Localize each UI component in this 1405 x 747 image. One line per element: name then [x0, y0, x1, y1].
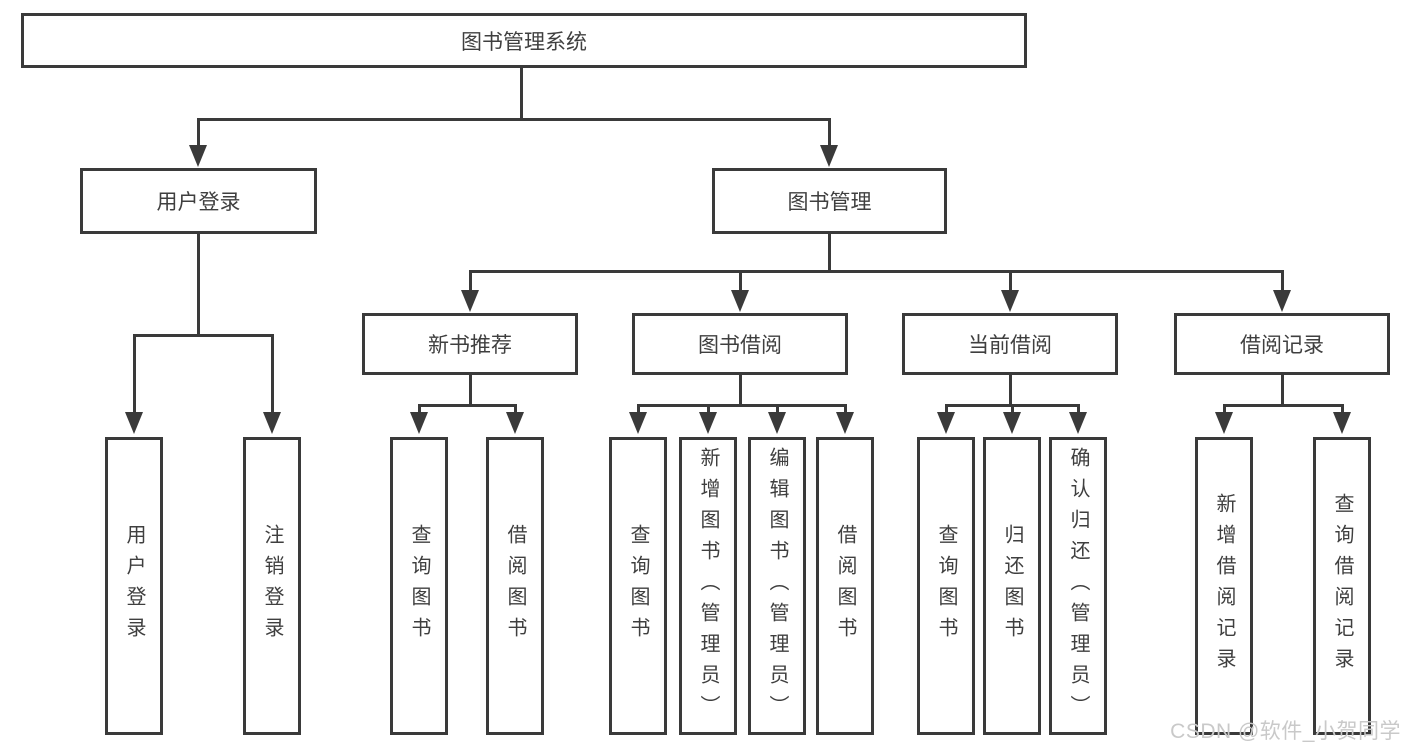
leaf-query-books-borrow: 查询图书: [609, 437, 667, 735]
node-new-book-recommend: 新书推荐: [362, 313, 578, 375]
connector-line: [637, 404, 640, 414]
connector-line: [1011, 404, 1014, 414]
leaf-confirm-return-admin: 确认归还（管理员）: [1049, 437, 1107, 735]
connector-line: [418, 404, 421, 414]
leaf-borrow-books: 借阅图书: [816, 437, 874, 735]
connector-line: [707, 404, 710, 414]
node-label: 注销登录: [261, 524, 283, 648]
node-label: 查询借阅记录: [1331, 493, 1353, 679]
connector-arrowhead: [125, 412, 143, 434]
connector-line: [1223, 404, 1226, 414]
connector-line: [1341, 404, 1344, 414]
connector-arrowhead: [836, 412, 854, 434]
connector-line: [271, 334, 274, 414]
node-label: 图书管理: [787, 191, 872, 214]
node-root: 图书管理系统: [21, 13, 1027, 68]
node-label: 编辑图书（管理员）: [766, 446, 788, 726]
connector-line: [1009, 375, 1012, 406]
leaf-logout: 注销登录: [243, 437, 301, 735]
node-label: 查询图书: [627, 524, 649, 648]
node-label: 归还图书: [1001, 524, 1023, 648]
connector-arrowhead: [731, 290, 749, 312]
connector-arrowhead: [506, 412, 524, 434]
node-borrow-records: 借阅记录: [1174, 313, 1390, 375]
connector-line: [637, 404, 847, 407]
connector-line: [1281, 270, 1284, 291]
leaf-query-borrow-record: 查询借阅记录: [1313, 437, 1371, 735]
connector-arrowhead: [937, 412, 955, 434]
node-label: 用户登录: [156, 191, 241, 214]
node-label: 当前借阅: [968, 334, 1052, 357]
connector-line: [514, 404, 517, 414]
connector-line: [197, 234, 200, 336]
connector-line: [1281, 375, 1284, 406]
node-book-borrow: 图书借阅: [632, 313, 848, 375]
csdn-watermark: CSDN @软件_小贺同学: [1170, 720, 1401, 743]
connector-line: [1009, 270, 1012, 291]
node-label: 借阅图书: [504, 524, 526, 648]
connector-arrowhead: [1003, 412, 1021, 434]
leaf-borrow-books-recommend: 借阅图书: [486, 437, 544, 735]
leaf-query-books-current: 查询图书: [917, 437, 975, 735]
connector-line: [828, 118, 831, 146]
connector-line: [469, 375, 472, 406]
connector-arrowhead: [1273, 290, 1291, 312]
node-label: 借阅记录: [1240, 334, 1324, 357]
leaf-return-books: 归还图书: [983, 437, 1041, 735]
connector-arrowhead: [768, 412, 786, 434]
connector-line: [1223, 404, 1344, 407]
connector-line: [739, 375, 742, 406]
node-book-management: 图书管理: [712, 168, 947, 234]
connector-line: [739, 270, 742, 291]
connector-line: [418, 404, 517, 407]
node-label: 新增图书（管理员）: [697, 446, 719, 726]
leaf-add-borrow-record: 新增借阅记录: [1195, 437, 1253, 735]
connector-arrowhead: [820, 145, 838, 167]
connector-line: [844, 404, 847, 414]
node-label: 借阅图书: [834, 524, 856, 648]
connector-line: [469, 270, 472, 291]
node-label: 确认归还（管理员）: [1067, 446, 1089, 726]
connector-arrowhead: [461, 290, 479, 312]
node-label: 图书借阅: [698, 334, 782, 357]
connector-arrowhead: [263, 412, 281, 434]
node-label: 新书推荐: [428, 334, 512, 357]
connector-line: [520, 66, 523, 119]
leaf-edit-book-admin: 编辑图书（管理员）: [748, 437, 806, 735]
connector-line: [469, 270, 1283, 273]
node-current-borrow: 当前借阅: [902, 313, 1118, 375]
connector-line: [133, 334, 274, 337]
node-label: 新增借阅记录: [1213, 493, 1235, 679]
leaf-query-books-recommend: 查询图书: [390, 437, 448, 735]
node-user-login: 用户登录: [80, 168, 317, 234]
leaf-user-login: 用户登录: [105, 437, 163, 735]
node-label: 用户登录: [123, 524, 145, 648]
connector-arrowhead: [699, 412, 717, 434]
connector-arrowhead: [1069, 412, 1087, 434]
connector-line: [945, 404, 948, 414]
node-label: 查询图书: [935, 524, 957, 648]
node-label: 查询图书: [408, 524, 430, 648]
connector-line: [828, 234, 831, 272]
connector-line: [776, 404, 779, 414]
connector-line: [133, 334, 136, 414]
connector-arrowhead: [410, 412, 428, 434]
connector-line: [197, 118, 831, 121]
connector-arrowhead: [1333, 412, 1351, 434]
connector-arrowhead: [1001, 290, 1019, 312]
connector-line: [197, 118, 200, 146]
connector-arrowhead: [189, 145, 207, 167]
node-label: 图书管理系统: [461, 30, 587, 54]
connector-arrowhead: [1215, 412, 1233, 434]
connector-arrowhead: [629, 412, 647, 434]
connector-line: [1077, 404, 1080, 414]
leaf-add-book-admin: 新增图书（管理员）: [679, 437, 737, 735]
